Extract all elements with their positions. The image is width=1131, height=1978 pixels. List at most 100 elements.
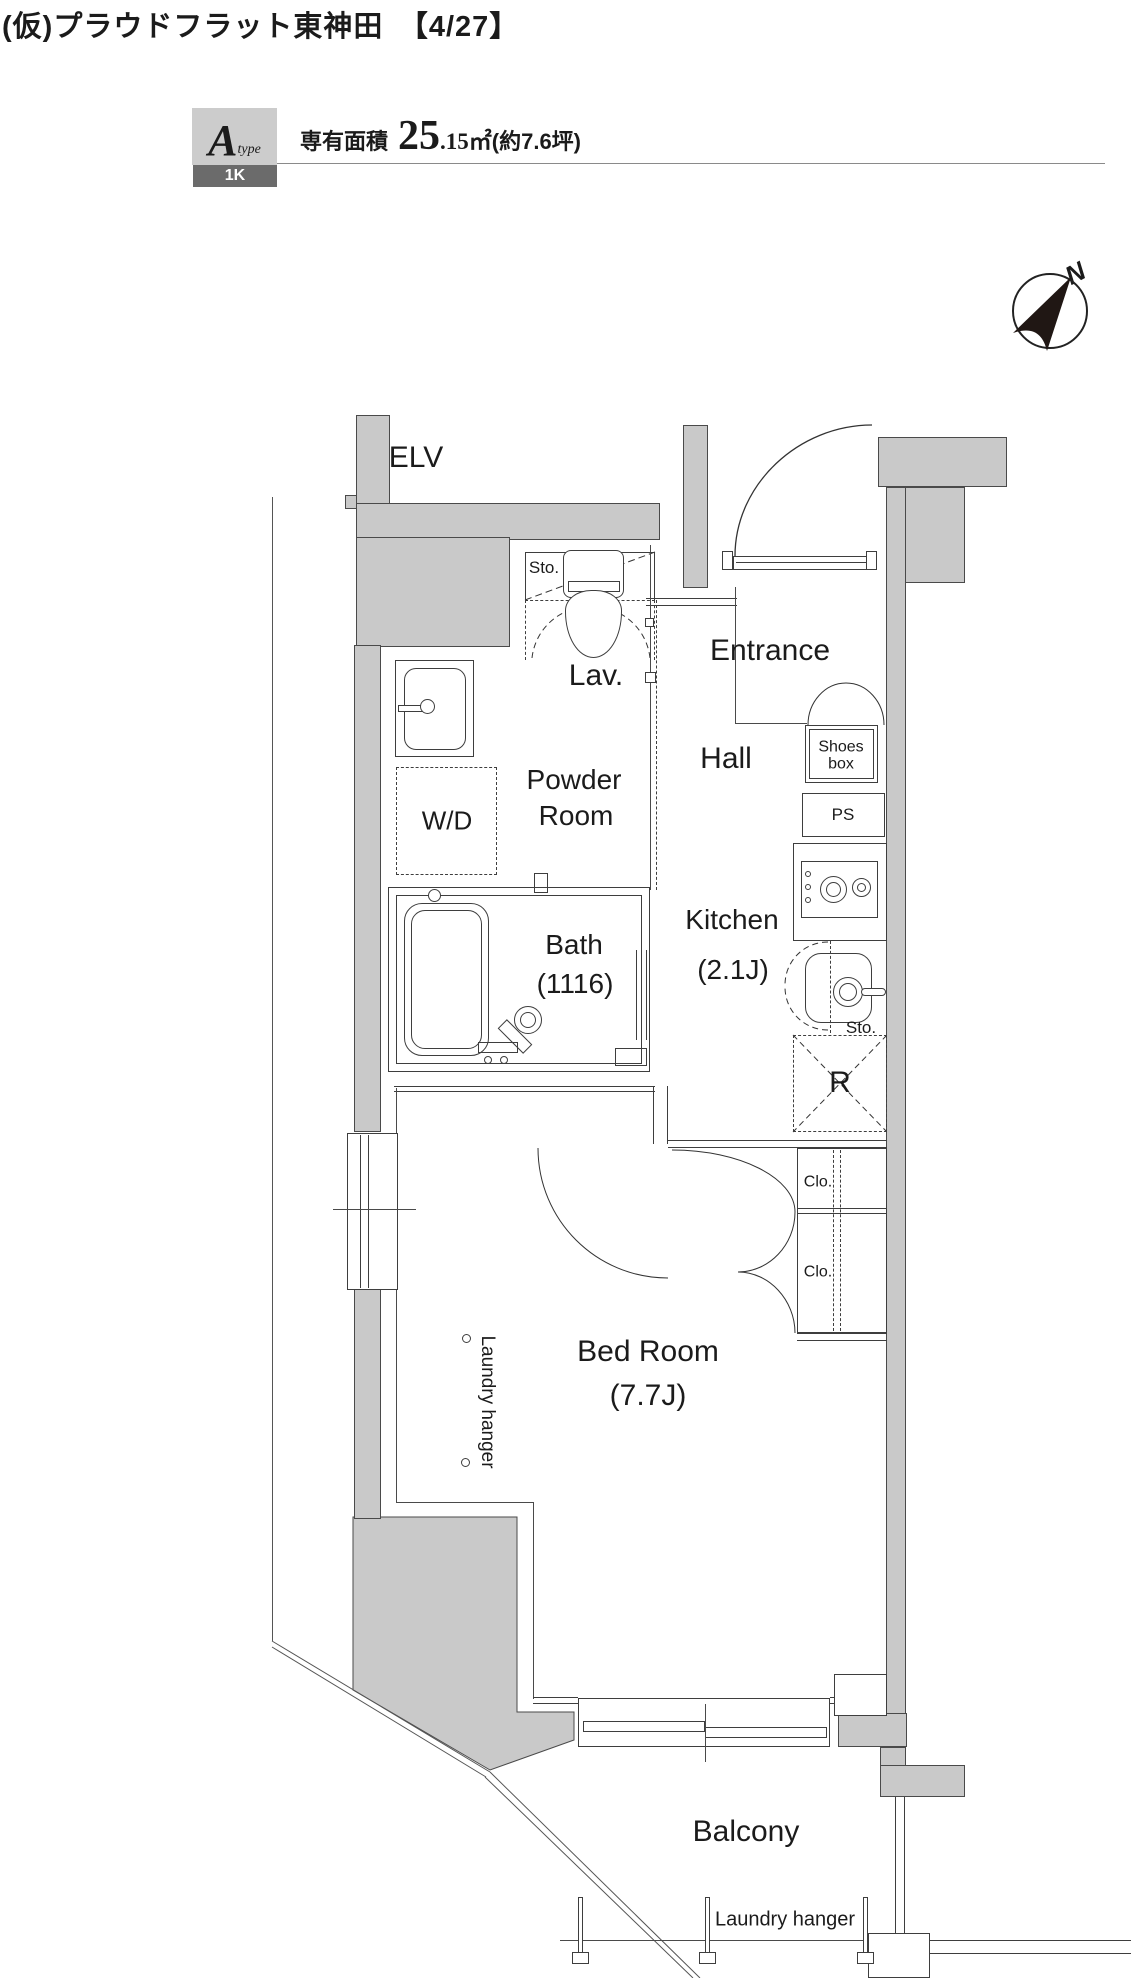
- laundry-pole-foot: [572, 1952, 589, 1964]
- label-bath-size: (1116): [536, 968, 614, 999]
- balcony-bottom-lines: [930, 1940, 1131, 1954]
- label-shoes-1: Shoes: [818, 738, 864, 756]
- laundry-hook-top: [462, 1334, 471, 1343]
- label-bedroom: Bed Room: [577, 1335, 719, 1368]
- header-rule: [277, 163, 1105, 164]
- stove-burner-small-inner: [857, 883, 866, 892]
- sink-faucet-handle: [861, 988, 886, 996]
- stove-burner-large: [820, 876, 847, 903]
- stove-burner-small: [852, 878, 871, 897]
- label-kitchen: Kitchen: [685, 904, 779, 935]
- type-word: type: [237, 142, 261, 157]
- bath-door-handle: [534, 873, 548, 893]
- bedroom-door-arc: [537, 1147, 669, 1279]
- bath-room-outer: [388, 887, 650, 1072]
- stove-knob-2: [805, 884, 811, 890]
- balcony-edge-diagonal: [484, 1771, 701, 1978]
- pipe-space-upper: [802, 793, 885, 837]
- washbasin-faucet: [420, 699, 435, 714]
- label-laundry-balcony: Laundry hanger: [714, 1908, 856, 1931]
- washer-dryer-space: [396, 767, 497, 875]
- lav-door-latch: [645, 618, 654, 627]
- bath-tap-1: [484, 1056, 492, 1064]
- diagonal-wall: [352, 1516, 575, 1771]
- label-powder-2: Room: [538, 800, 614, 831]
- door-jamb-left: [722, 551, 733, 570]
- window-icon: [347, 1133, 398, 1290]
- closet-block: [797, 1148, 887, 1333]
- stove-knob-3: [805, 897, 811, 903]
- closet-divider: [797, 1208, 887, 1214]
- balcony-right-rail: [895, 1797, 905, 1935]
- pipe-space-lower: [834, 1674, 887, 1716]
- wall-right-chunk: [903, 487, 965, 583]
- label-bath: Bath: [545, 929, 603, 960]
- shoes-box-inner: [809, 729, 874, 779]
- sink-faucet-inner: [839, 983, 857, 1001]
- wall-top-right-band: [878, 437, 1007, 487]
- bath-faucet: [478, 1042, 518, 1053]
- closet-bottom-wall: [797, 1333, 887, 1341]
- door-swing-arc: [734, 424, 873, 557]
- label-elv: ELV: [388, 441, 444, 474]
- gas-stove-icon: [801, 861, 878, 918]
- fridge-cross-lines: [792, 1034, 888, 1133]
- hall-boundary-dashed: [656, 600, 657, 890]
- kitchen-bedroom-wall-stub: [653, 1086, 668, 1144]
- area-frac: .15㎡: [440, 129, 492, 154]
- label-wd: W/D: [421, 805, 473, 836]
- label-balcony: Balcony: [692, 1815, 800, 1848]
- laundry-hook-bottom: [461, 1458, 470, 1467]
- sliding-sash-right: [705, 1727, 827, 1738]
- stove-burner-large-inner: [826, 882, 841, 897]
- wall-ps-band: [838, 1713, 907, 1747]
- label-ps-upper: PS: [831, 805, 855, 824]
- sink-cabinet-dashed: [830, 941, 831, 1033]
- shoes-box-door-arcs: [807, 682, 885, 726]
- wall-left-upper: [354, 645, 381, 1132]
- label-clo1: Clo.: [803, 1173, 833, 1191]
- genkan-edge-v: [735, 587, 736, 724]
- label-clo2: Clo.: [803, 1263, 833, 1281]
- label-powder-1: Powder: [526, 764, 622, 795]
- drain-inner: [520, 1012, 536, 1028]
- balcony-pillar: [868, 1933, 930, 1978]
- bedroom-notch-h: [396, 1502, 534, 1503]
- label-shoes-2: box: [828, 755, 854, 773]
- area-label: 専有面積: [300, 129, 389, 154]
- shower-head-icon: [428, 889, 441, 902]
- bath-step: [615, 1048, 647, 1066]
- closet-top-wall: [668, 1140, 887, 1148]
- wall-elv-band: [356, 503, 660, 540]
- genkan-edge-h: [735, 723, 807, 724]
- wall-entrance-left: [683, 425, 708, 588]
- kitchen-counter: [793, 843, 887, 941]
- shoes-box: [805, 725, 878, 783]
- label-laundry-bedroom: Laundry hanger: [477, 1335, 498, 1469]
- bath-door: [636, 950, 647, 1040]
- bedroom-window-sash: [360, 1135, 369, 1288]
- entrance-door-leaf: [733, 556, 873, 570]
- label-bedroom-size: (7.7J): [609, 1379, 687, 1412]
- page-title: (仮)プラウドフラット東神田 【4/27】: [2, 11, 520, 43]
- wall-elv-left: [356, 415, 390, 504]
- type-letter: A: [208, 116, 238, 165]
- bottom-wall-left: [533, 1697, 578, 1704]
- label-sto-kitchen: Sto.: [845, 1018, 877, 1037]
- laundry-pole-icon: [863, 1897, 868, 1953]
- bedroom-wall-face-b: [396, 1290, 397, 1503]
- laundry-pole-icon: [705, 1897, 710, 1953]
- site-boundary-diagonal-a: [271, 1640, 491, 1778]
- laundry-pole-icon: [578, 1897, 583, 1953]
- drain-icon: [514, 1006, 542, 1034]
- powder-door-latch: [645, 672, 656, 683]
- north-arrow-icon: [1012, 273, 1088, 351]
- wall-notch: [345, 495, 357, 509]
- closet1-door-arc: [671, 1149, 796, 1213]
- bathtub-inner: [411, 910, 482, 1049]
- bath-room-inner: [396, 895, 642, 1064]
- area-value: 25: [398, 113, 441, 159]
- sliding-window-tick: [705, 1704, 706, 1762]
- type-badge: A type: [192, 108, 277, 165]
